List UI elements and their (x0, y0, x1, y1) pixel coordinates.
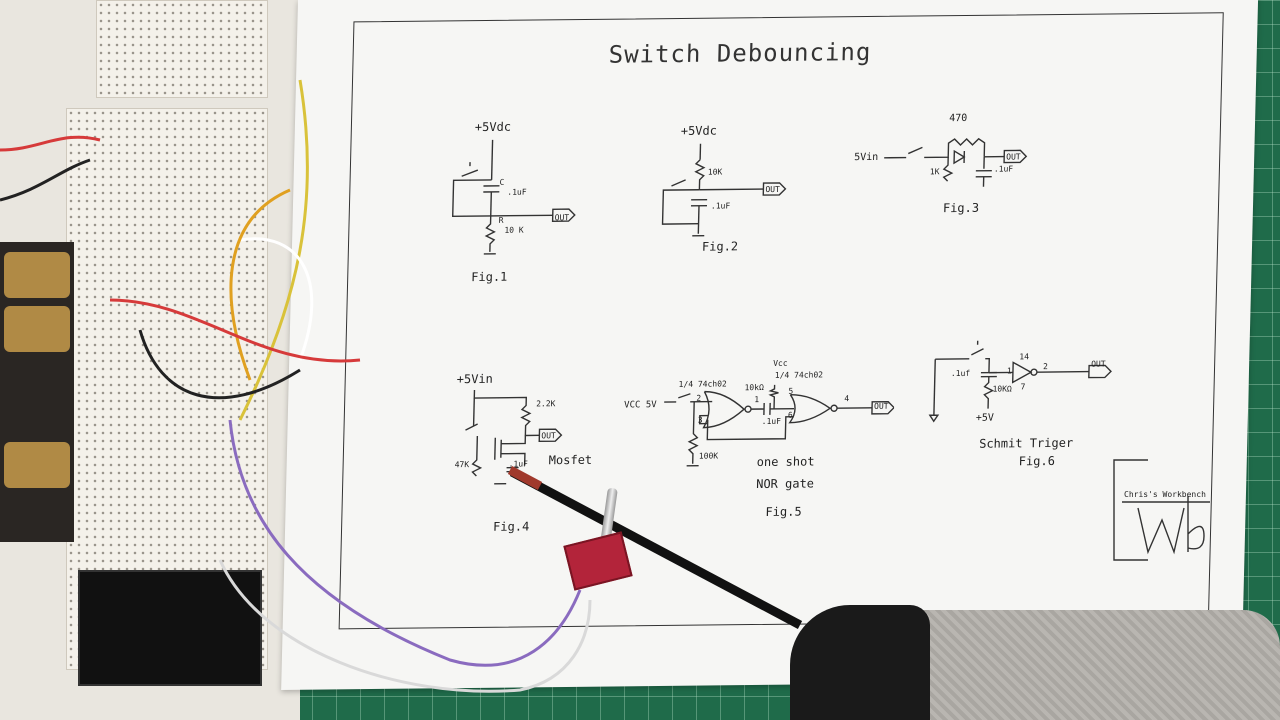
figure-5: Vcc 1/4 74ch02 1/4 74ch02 10kΩ VCC 5V 2 … (621, 358, 895, 521)
figure-2-circuit (661, 143, 787, 237)
figure-1-circuit (452, 139, 576, 255)
cwb-logo-icon (1113, 459, 1210, 561)
figure-3-circuit (884, 137, 1028, 187)
figure-6: .1uf 10KΩ +5V 1 14 7 2 OUT Schmit Triger… (926, 337, 1149, 479)
glove-cuff (790, 605, 930, 720)
breadboard-top (96, 0, 268, 98)
power-supply-module (78, 570, 262, 686)
battery-pack (0, 242, 74, 542)
logo-text: Chris's Workbench (1124, 490, 1206, 499)
figure-3: 470 5Vin 1K .1uF OUT Fig.3 (853, 110, 1046, 222)
figure-5-circuit (664, 384, 895, 467)
figure-2: +5Vdc 10K .1uF OUT Fig.2 (658, 122, 821, 264)
figure-1: +5Vdc C .1uF R 10 K OUT Fig.1 (431, 117, 585, 284)
figure-6-circuit (928, 340, 1112, 423)
chris-workbench-logo: Chris's Workbench (1108, 456, 1212, 568)
